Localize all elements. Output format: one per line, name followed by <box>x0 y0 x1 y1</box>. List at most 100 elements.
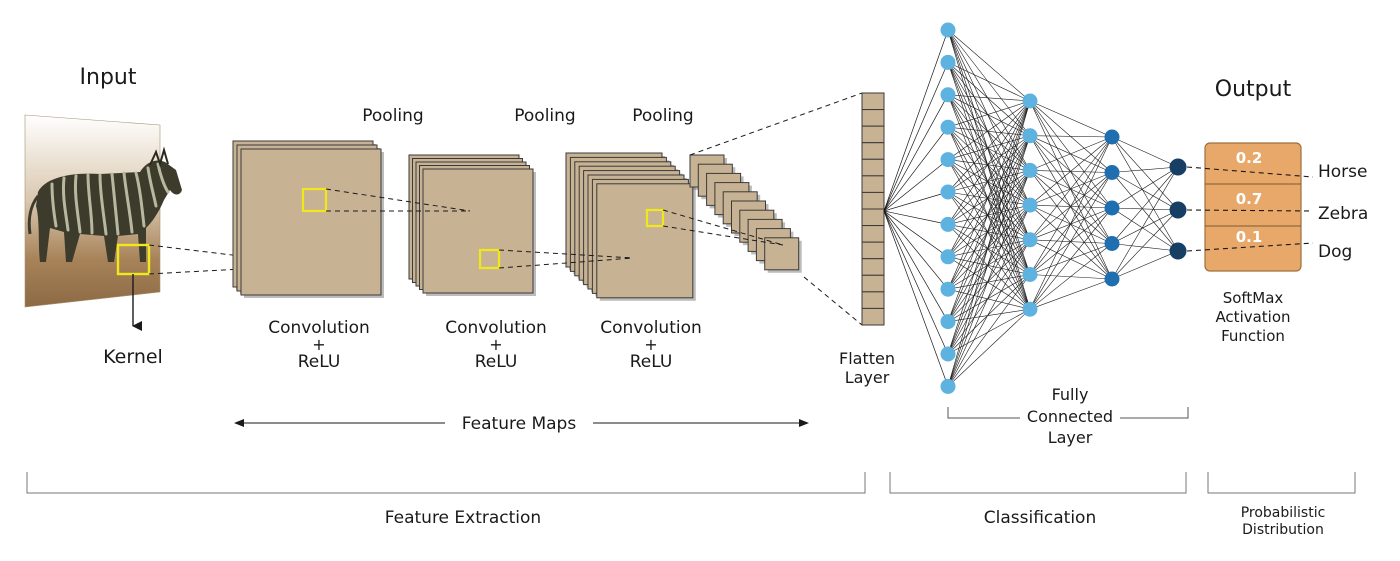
flatten-cell <box>861 307 885 326</box>
fc-connection <box>947 204 1031 258</box>
fc-connection <box>1111 166 1179 244</box>
fc-connection <box>947 239 1031 322</box>
fc-connection <box>947 308 1031 355</box>
fc-connection <box>947 100 1031 225</box>
neuron-node <box>940 216 956 232</box>
fc-connection <box>947 170 1031 193</box>
kernel-label: Kernel <box>103 346 163 368</box>
fc-connection <box>947 159 1031 275</box>
neuron-node <box>1022 232 1038 248</box>
neuron-node <box>1169 158 1187 176</box>
flatten-cell <box>861 291 885 309</box>
softmax-dividers <box>1205 183 1301 227</box>
feature-map-stacks <box>232 140 802 301</box>
neuron-node <box>940 119 956 135</box>
flatten-connection <box>883 159 949 212</box>
output-lines <box>1186 166 1314 252</box>
fc-connection <box>947 100 1031 387</box>
neuron-node <box>1169 201 1187 219</box>
fc-connection <box>947 29 1031 310</box>
convolution-label-2: Convolution <box>445 318 547 338</box>
neuron-node <box>940 184 956 200</box>
fc-connection <box>1111 209 1179 244</box>
fc-connection <box>947 204 1031 387</box>
fc-connection <box>947 29 1031 102</box>
fc-connection <box>947 62 1031 240</box>
fc-connection <box>947 170 1031 322</box>
fc-connection <box>1029 136 1113 206</box>
fc-connection <box>947 204 1031 355</box>
flatten-cell <box>861 109 885 127</box>
prob-horse: 0.2 <box>1236 149 1263 167</box>
neuron-node <box>1104 200 1120 216</box>
fc-connection <box>1029 239 1113 280</box>
fc-connection <box>947 308 1031 387</box>
fc-connection <box>947 159 1031 310</box>
fc-connection <box>947 127 1031 240</box>
fc-connection <box>947 62 1031 275</box>
neuron-node <box>940 22 956 38</box>
fc-connection <box>947 100 1031 160</box>
neuron-node <box>1022 197 1038 213</box>
fc-connection <box>947 159 1031 206</box>
neuron-node <box>940 378 956 394</box>
output-connection <box>1186 166 1314 178</box>
fc-connection <box>947 224 1031 241</box>
fc-connection <box>947 100 1031 355</box>
fc-label-line2: Connected <box>1027 407 1113 426</box>
input-image <box>24 114 182 308</box>
neuron-node <box>1022 128 1038 144</box>
fc-connection <box>947 170 1031 387</box>
fc-connection <box>1029 243 1113 310</box>
fc-connection <box>947 224 1031 310</box>
zebra-icon <box>27 146 182 262</box>
neuron-node <box>940 87 956 103</box>
fc-connection <box>947 135 1031 290</box>
fc-connection <box>1029 100 1113 209</box>
fc-connection <box>1029 135 1113 209</box>
fc-connection <box>947 135 1031 355</box>
flatten-cell <box>861 225 885 243</box>
conv2-feature-map <box>422 168 534 294</box>
fc-connection <box>1029 136 1113 275</box>
fc-connection <box>1029 100 1113 173</box>
neuron-node <box>1104 271 1120 287</box>
softmax-label-line2: Activation <box>1215 308 1290 326</box>
neuron-node <box>1022 162 1038 178</box>
fc-connection <box>947 126 1031 136</box>
fc-connection <box>947 224 1031 275</box>
fc-connection <box>947 135 1031 160</box>
softmax-label-line3: Function <box>1221 327 1285 345</box>
fc-connection <box>947 159 1031 241</box>
flatten-connection <box>883 191 949 212</box>
neuron-node <box>940 346 956 362</box>
fc-connection <box>947 126 1031 206</box>
flatten-cell <box>861 208 885 227</box>
flatten-cell <box>861 125 885 144</box>
fc-connection <box>947 62 1031 102</box>
flatten-connection <box>883 210 949 387</box>
relu-label-2: ReLU <box>475 352 518 372</box>
fc-connection <box>947 135 1031 257</box>
classification-label: Classification <box>984 508 1096 528</box>
fc-connection <box>1029 100 1113 138</box>
fc-connection <box>947 62 1031 136</box>
fc-connection <box>1029 170 1113 173</box>
neuron-node <box>940 152 956 168</box>
pooling-label-3: Pooling <box>632 106 693 126</box>
fc-connection <box>947 239 1031 290</box>
fc-connection <box>947 94 1031 171</box>
fc-connection <box>1111 166 1179 280</box>
probabilistic-label-line1: Probabilistic <box>1241 505 1326 521</box>
fc-connection <box>947 204 1031 225</box>
fc-connection <box>1029 207 1113 310</box>
fc-connection <box>947 204 1031 322</box>
fc-connection <box>947 100 1031 193</box>
neuron-node <box>940 314 956 330</box>
flatten-cell <box>861 142 885 160</box>
fc-connection <box>1029 172 1113 310</box>
neuron-node <box>1022 301 1038 317</box>
conv3-kernel-window <box>645 208 665 228</box>
